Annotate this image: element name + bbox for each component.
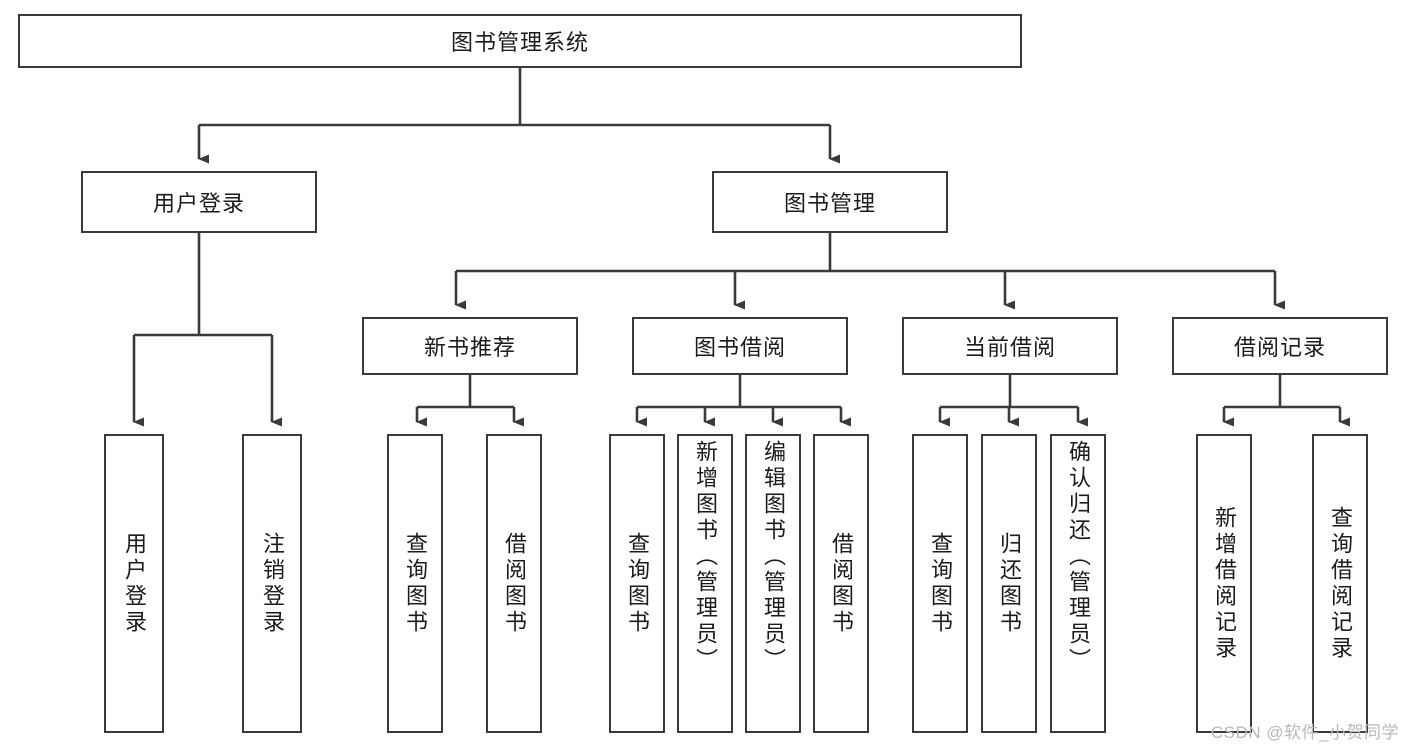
node-book-borrow-label: 图书借阅: [693, 335, 786, 360]
node-leaf-add-book-label: 新增图书（管理员）: [693, 440, 718, 674]
node-borrow-record[interactable]: 借阅记录: [1172, 317, 1388, 375]
node-leaf-confirm-return-label: 确认归还（管理员）: [1066, 440, 1091, 674]
node-leaf-add-book[interactable]: 新增图书（管理员）: [677, 434, 733, 733]
node-new-book-recommend-label: 新书推荐: [423, 335, 516, 360]
node-root-system[interactable]: 图书管理系统: [18, 14, 1022, 68]
node-current-borrow-label: 当前借阅: [963, 335, 1056, 360]
node-leaf-borrow-book-2-label: 借阅图书: [829, 531, 854, 636]
node-leaf-logout-label: 注销登录: [260, 531, 285, 636]
watermark: CSDN @软件_小贺同学: [1210, 723, 1399, 742]
node-root-system-label: 图书管理系统: [450, 30, 589, 55]
node-leaf-add-record[interactable]: 新增借阅记录: [1196, 434, 1252, 733]
node-leaf-query-book-2-label: 查询图书: [625, 531, 650, 636]
node-leaf-edit-book[interactable]: 编辑图书（管理员）: [745, 434, 801, 733]
node-leaf-return-book[interactable]: 归还图书: [981, 434, 1037, 733]
node-leaf-query-record-label: 查询借阅记录: [1328, 505, 1353, 662]
node-leaf-confirm-return[interactable]: 确认归还（管理员）: [1050, 434, 1106, 733]
node-leaf-query-book-3[interactable]: 查询图书: [912, 434, 968, 733]
node-leaf-query-book-1[interactable]: 查询图书: [387, 434, 443, 733]
node-leaf-query-book-1-label: 查询图书: [403, 531, 428, 636]
node-leaf-borrow-book-1[interactable]: 借阅图书: [486, 434, 542, 733]
node-new-book-recommend[interactable]: 新书推荐: [362, 317, 578, 375]
node-leaf-query-book-3-label: 查询图书: [928, 531, 953, 636]
node-user-login-label: 用户登录: [152, 191, 245, 216]
node-leaf-edit-book-label: 编辑图书（管理员）: [761, 440, 786, 674]
node-leaf-logout[interactable]: 注销登录: [242, 434, 302, 733]
node-user-login[interactable]: 用户登录: [81, 171, 317, 233]
node-current-borrow[interactable]: 当前借阅: [902, 317, 1118, 375]
node-leaf-user-login[interactable]: 用户登录: [104, 434, 164, 733]
node-leaf-user-login-label: 用户登录: [122, 531, 147, 636]
node-leaf-add-record-label: 新增借阅记录: [1212, 505, 1237, 662]
node-book-borrow[interactable]: 图书借阅: [632, 317, 848, 375]
node-book-manage-label: 图书管理: [783, 191, 876, 216]
node-leaf-borrow-book-1-label: 借阅图书: [502, 531, 527, 636]
node-leaf-return-book-label: 归还图书: [997, 531, 1022, 636]
node-leaf-borrow-book-2[interactable]: 借阅图书: [813, 434, 869, 733]
node-leaf-query-record[interactable]: 查询借阅记录: [1312, 434, 1368, 733]
node-borrow-record-label: 借阅记录: [1233, 335, 1326, 360]
node-book-manage[interactable]: 图书管理: [712, 171, 948, 233]
node-leaf-query-book-2[interactable]: 查询图书: [609, 434, 665, 733]
